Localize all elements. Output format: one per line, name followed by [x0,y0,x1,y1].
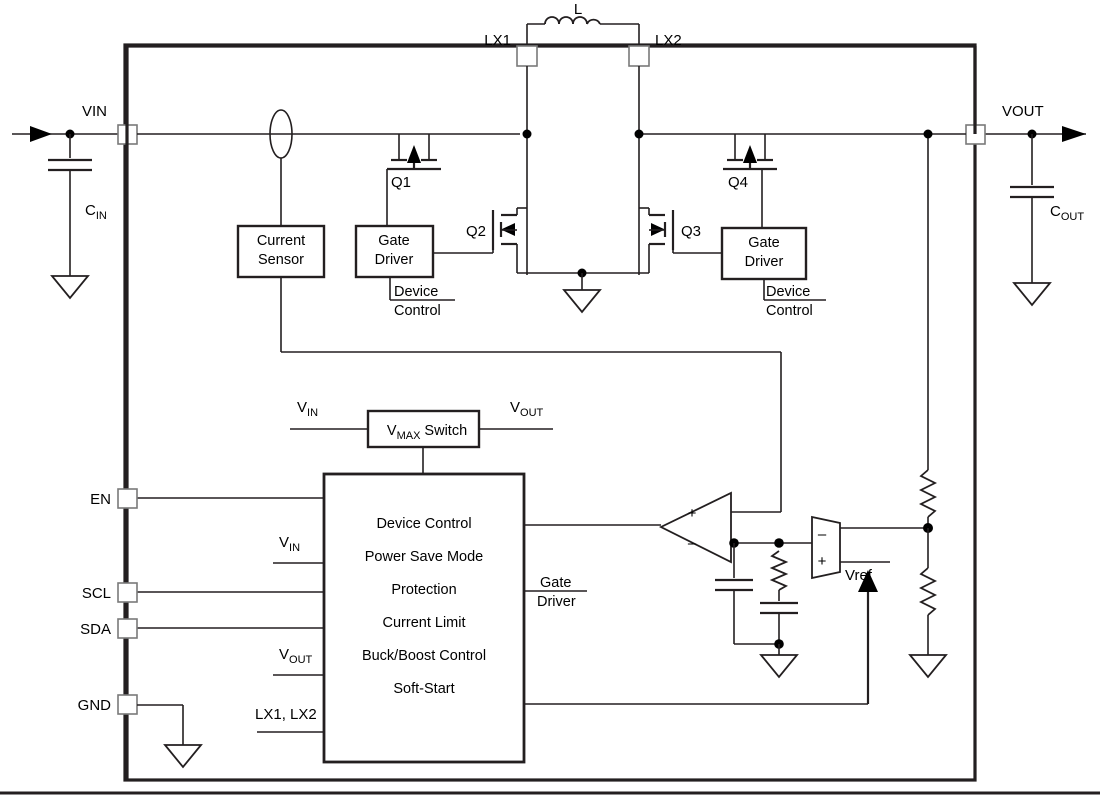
control-item-5: Soft-Start [393,681,454,697]
pin-label-vin: VIN [82,103,107,120]
q1-body-arrow-icon [407,145,421,163]
control-item-1: Power Save Mode [365,549,483,565]
block-device-control-core[interactable] [322,472,526,764]
junction-dot [923,129,933,139]
q4-body-arrow-icon [743,145,757,163]
gate-driver-port-line2: Driver [537,594,576,610]
signal-label-vmax-out: VOUT [510,399,544,419]
device-control-right-line1: Device [766,284,810,300]
component-label-q3: Q3 [681,223,701,240]
ground-symbol [759,654,799,679]
signal-label-vmax-in: VIN [297,399,318,419]
ground-symbol [163,744,203,769]
vref-arrow-icon [858,570,878,592]
gate-driver-left-line2: Driver [375,252,414,268]
component-label-cout: COUT [1050,203,1084,223]
control-item-2: Protection [391,582,456,598]
device-control-right-line2: Control [766,303,813,319]
component-label-cin: CIN [85,202,107,222]
pin-pad-sda[interactable] [117,618,138,639]
pin-pad-gnd[interactable] [117,694,138,715]
pin-label-sda: SDA [80,621,111,638]
pin-pad-lx2[interactable] [628,45,650,67]
gate-driver-port-line1: Gate [540,575,571,591]
pin-label-scl: SCL [82,585,111,602]
control-item-4: Buck/Boost Control [362,648,486,664]
pin-label-en: EN [90,491,111,508]
component-label-q1: Q1 [391,174,411,191]
component-label-q4: Q4 [728,174,748,191]
erramp-plus-label: + [688,505,697,522]
gate-driver-right-line1: Gate [748,235,779,251]
signal-label-ctrl-vin: VIN [279,534,300,554]
current-sensor-line1: Current [257,233,305,249]
block-gate-driver-right[interactable] [720,226,808,281]
transistor-q1 [386,134,441,226]
junction-dot [522,129,532,139]
current-sensor-line2: Sensor [258,252,304,268]
ground-symbol [908,654,948,679]
feedback-resistor-upper [918,469,938,518]
control-item-3: Current Limit [383,615,466,631]
comparator-minus-label: – [818,526,827,543]
erramp-minus-label: – [688,535,697,552]
gate-driver-left-line1: Gate [378,233,409,249]
pin-pad-lx1[interactable] [516,45,538,67]
pin-pad-en[interactable] [117,488,138,509]
pin-label-gnd: GND [78,697,112,714]
component-label-q2: Q2 [466,223,486,240]
gate-driver-right-line2: Driver [745,254,784,270]
device-control-left-line1: Device [394,284,438,300]
vin-arrow-icon [30,126,52,142]
pin-pad-scl[interactable] [117,582,138,603]
inductor-symbol [544,16,601,25]
block-gate-driver-left[interactable] [354,224,435,279]
control-item-0: Device Control [376,516,471,532]
block-current-sensor[interactable] [236,224,326,279]
signal-label-ctrl-vout: VOUT [279,646,313,666]
ground-symbol [562,289,602,314]
junction-dot [634,129,644,139]
vout-arrow-icon [1062,126,1086,142]
error-amplifier[interactable] [658,491,732,564]
transistor-q4 [723,134,777,228]
component-label-l: L [574,1,582,18]
vin-net [12,126,128,300]
pin-label-lx1: LX1 [484,32,511,49]
vmax-switch-label: VMAX Switch [367,423,480,442]
transistor-q3 [639,207,675,273]
comparator-plus-label: + [818,553,827,570]
feedback-resistor-lower [918,567,938,616]
ground-symbol [50,275,90,300]
transistor-q2 [491,207,527,273]
feedback-comparator[interactable] [811,515,841,580]
device-control-left-line2: Control [394,303,441,319]
junction-dot [774,538,784,548]
pin-label-lx2: LX2 [655,32,682,49]
signal-label-ctrl-lx: LX1, LX2 [255,706,317,723]
pin-label-vout: VOUT [1002,103,1044,120]
compensation-resistor [769,550,789,591]
ground-symbol [1012,282,1052,307]
vout-net [975,126,1086,307]
ic-boundary-frame [123,43,977,782]
